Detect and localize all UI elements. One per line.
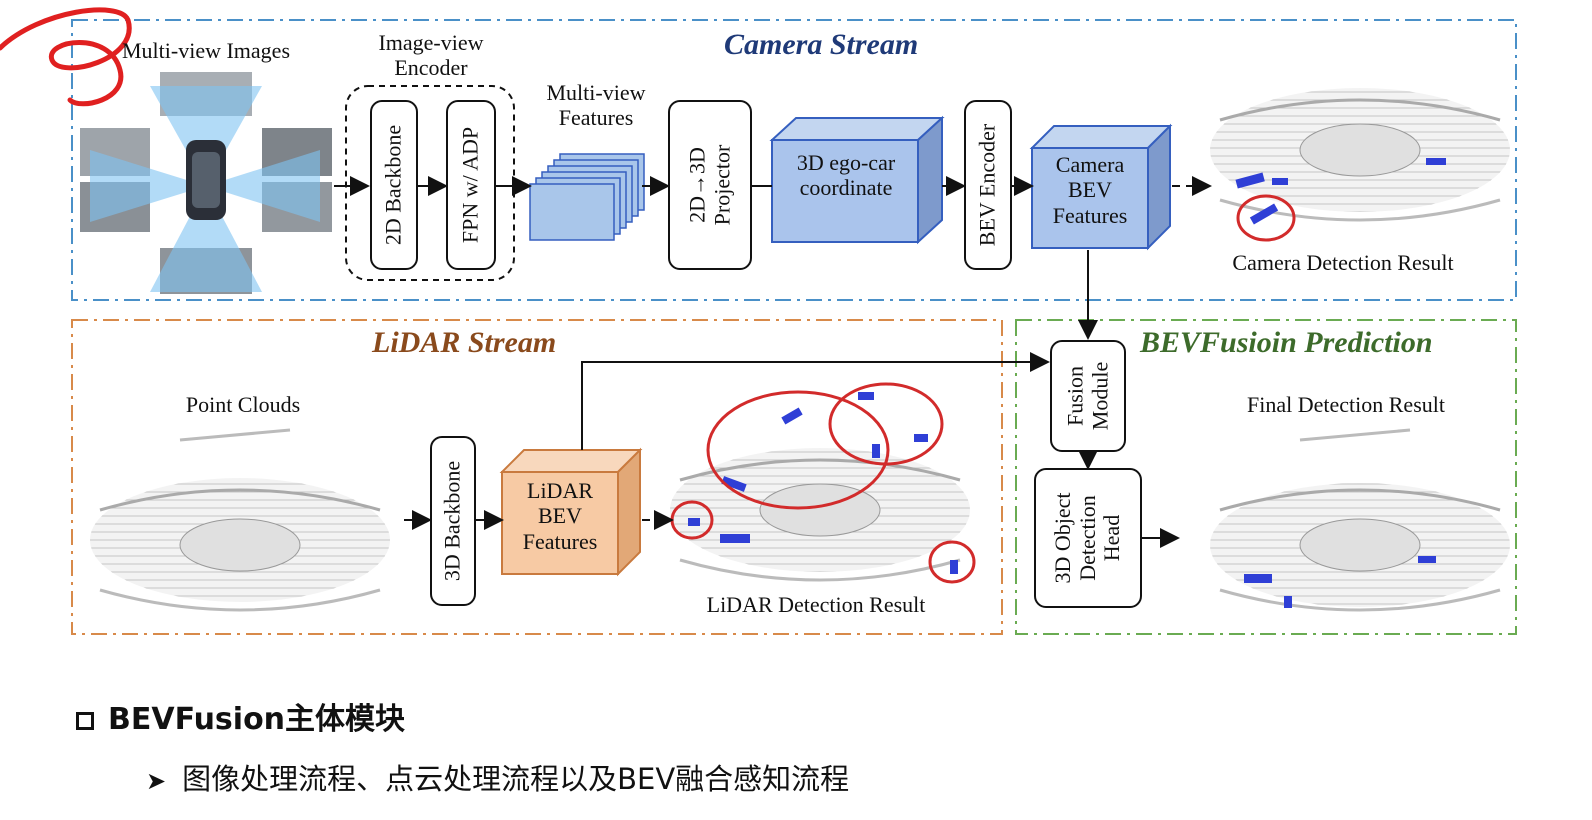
fusion-stream-title: BEVFusioin Prediction xyxy=(1140,326,1433,359)
lidar-detection-pointcloud xyxy=(670,382,976,584)
camera-detection-label: Camera Detection Result xyxy=(1232,250,1454,275)
camera-stream-title: Camera Stream xyxy=(724,28,919,61)
detection-head-block: 3D Object Detection Head xyxy=(1034,468,1142,608)
multi-view-features-stack xyxy=(529,153,645,241)
lidar-stream-title: LiDAR Stream xyxy=(372,326,557,359)
backbone-3d-block: 3D Backbone xyxy=(430,436,476,606)
camera-bev-cube xyxy=(1029,123,1173,251)
bev-encoder-label: BEV Encoder xyxy=(974,123,1000,247)
lidar-detection-label: LiDAR Detection Result xyxy=(706,592,926,617)
camera-bev-label: Camera BEV Features xyxy=(1052,152,1128,228)
point-clouds-figure xyxy=(90,428,390,612)
camera-detection-pointcloud xyxy=(1210,88,1510,242)
fusion-module-label: Fusion Module xyxy=(1062,361,1112,431)
backbone-2d-block: 2D Backbone xyxy=(370,100,418,270)
lidar-bev-cube xyxy=(499,447,643,577)
ego-car-label: 3D ego-car coordinate xyxy=(796,150,896,201)
multi-view-images-label: Multi-view Images xyxy=(121,38,291,63)
lidar-stream-panel xyxy=(71,319,1003,635)
bullet-item-text: 图像处理流程、点云处理流程以及BEV融合感知流程 xyxy=(182,762,850,796)
final-detection-label: Final Detection Result xyxy=(1247,392,1445,417)
projector-label: 2D→3D Projector xyxy=(684,144,734,226)
fpn-label: FPN w/ ADP xyxy=(457,126,483,244)
camera-stream-panel xyxy=(71,19,1517,301)
bullet-item: ➤ 图像处理流程、点云处理流程以及BEV融合感知流程 xyxy=(146,756,849,798)
arrow-bullet-icon: ➤ xyxy=(146,767,167,795)
projector-block: 2D→3D Projector xyxy=(668,100,752,270)
red-scribble-annotation xyxy=(0,7,132,107)
ego-car-cube xyxy=(769,115,945,245)
multi-view-images-figure xyxy=(80,72,332,294)
bev-encoder-block: BEV Encoder xyxy=(964,100,1012,270)
fpn-block: FPN w/ ADP xyxy=(446,100,496,270)
section-heading-text: BEVFusion主体模块 xyxy=(108,702,406,737)
detection-head-label: 3D Object Detection Head xyxy=(1050,492,1125,584)
backbone-2d-label: 2D Backbone xyxy=(380,124,406,246)
backbone-3d-label: 3D Backbone xyxy=(439,460,465,582)
section-heading: BEVFusion主体模块 xyxy=(76,694,405,738)
lidar-bev-label: LiDAR BEV Features xyxy=(522,478,598,554)
point-clouds-label: Point Clouds xyxy=(185,392,301,417)
final-detection-pointcloud xyxy=(1210,428,1510,612)
square-bullet-icon xyxy=(76,712,94,730)
multi-view-features-label: Multi-view Features xyxy=(546,80,646,131)
fusion-module-block: Fusion Module xyxy=(1050,340,1126,452)
image-view-encoder-label: Image-view Encoder xyxy=(378,30,484,81)
fusion-panel xyxy=(1015,319,1517,635)
